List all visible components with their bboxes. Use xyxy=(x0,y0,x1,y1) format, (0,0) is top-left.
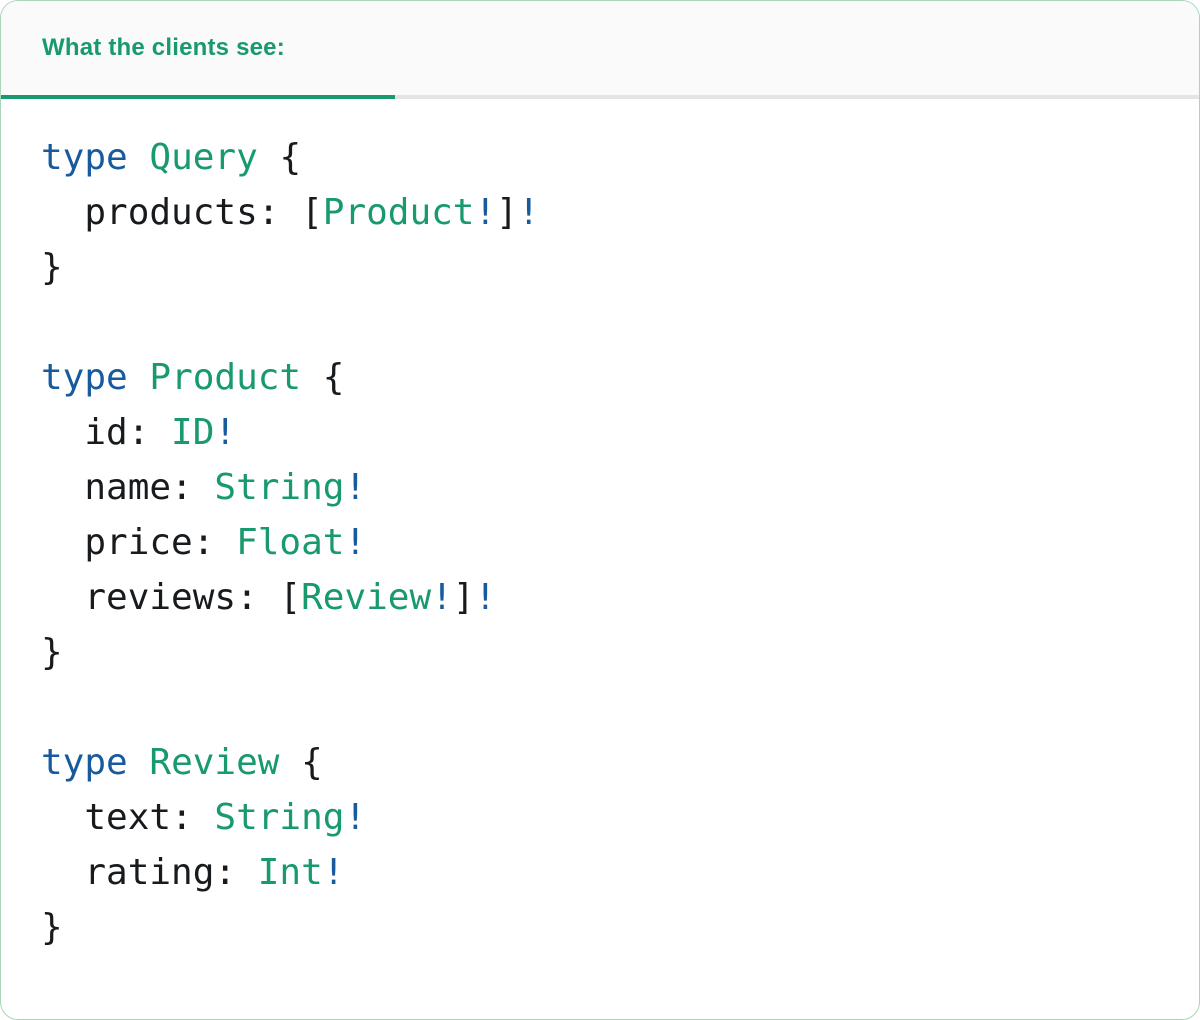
code-line: type Query { xyxy=(41,130,1159,185)
code-line: name: String! xyxy=(41,460,1159,515)
code-token-pl: rating: xyxy=(41,852,258,893)
code-token-bang: ! xyxy=(344,797,367,838)
code-token-kw: type xyxy=(41,742,128,783)
code-token-bang: ! xyxy=(474,192,497,233)
code-token-bang: ! xyxy=(431,577,453,618)
code-token-ty: Review xyxy=(149,742,280,783)
code-line: reviews: [Review!]! xyxy=(41,570,1159,625)
code-token-bang: ! xyxy=(474,577,497,618)
code-token-bang: ! xyxy=(214,412,237,453)
code-token-ty: Int xyxy=(257,852,323,893)
code-token-ty: ID xyxy=(171,412,215,453)
code-line xyxy=(41,680,1159,735)
code-token-ty: Product xyxy=(149,357,302,398)
code-line: } xyxy=(41,240,1159,295)
code-line: rating: Int! xyxy=(41,845,1159,900)
code-token-pl: } xyxy=(41,247,63,288)
code-token-pl: price: xyxy=(41,522,237,563)
code-token-pl: { xyxy=(279,742,323,783)
code-token-pl xyxy=(128,357,150,398)
code-line: text: String! xyxy=(41,790,1159,845)
code-token-bang: ! xyxy=(344,522,367,563)
code-line: products: [Product!]! xyxy=(41,185,1159,240)
code-token-pl: text: xyxy=(41,797,215,838)
code-token-bang: ! xyxy=(322,852,345,893)
code-token-ty: String xyxy=(214,797,345,838)
code-token-ty: Query xyxy=(149,137,258,178)
code-token-ty: Review xyxy=(301,577,432,618)
code-line xyxy=(41,295,1159,350)
code-token-pl xyxy=(128,742,150,783)
code-token-pl: } xyxy=(41,632,63,673)
code-token-pl: reviews: [ xyxy=(41,577,302,618)
tab-what-clients-see[interactable]: What the clients see: xyxy=(1,1,395,95)
code-line: price: Float! xyxy=(41,515,1159,570)
code-token-bang: ! xyxy=(344,467,367,508)
code-line: } xyxy=(41,900,1159,955)
active-tab-underline xyxy=(1,95,395,99)
code-token-pl: ] xyxy=(496,192,518,233)
code-token-kw: type xyxy=(41,137,128,178)
code-token-pl: products: [ xyxy=(41,192,323,233)
code-token-pl: ] xyxy=(452,577,475,618)
code-token-ty: Product xyxy=(322,192,475,233)
code-token-ty: Float xyxy=(236,522,345,563)
code-block: type Query { products: [Product!]!} type… xyxy=(1,99,1199,955)
code-token-pl: { xyxy=(257,137,302,178)
code-token-pl xyxy=(128,137,150,178)
code-line: } xyxy=(41,625,1159,680)
code-token-pl: name: xyxy=(41,467,215,508)
code-line: id: ID! xyxy=(41,405,1159,460)
tab-bar: What the clients see: xyxy=(1,1,1199,99)
code-token-pl: id: xyxy=(41,412,172,453)
tab-label: What the clients see: xyxy=(42,34,285,61)
code-token-pl: { xyxy=(301,357,345,398)
code-token-kw: type xyxy=(41,357,128,398)
code-token-ty: String xyxy=(214,467,345,508)
code-token-bang: ! xyxy=(517,192,540,233)
code-line: type Product { xyxy=(41,350,1159,405)
code-line: type Review { xyxy=(41,735,1159,790)
code-token-pl: } xyxy=(41,907,63,948)
